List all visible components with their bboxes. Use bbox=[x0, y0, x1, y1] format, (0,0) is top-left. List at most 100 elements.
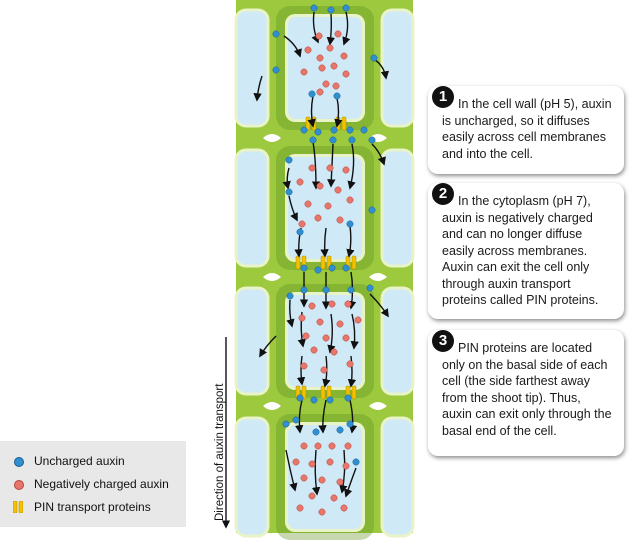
legend-charged-label: Negatively charged auxin bbox=[34, 477, 169, 491]
charged-auxin-27 bbox=[328, 300, 336, 308]
intercellular-space-2-2 bbox=[369, 273, 387, 281]
transport-arrow-16 bbox=[320, 227, 329, 258]
transport-arrow-31 bbox=[318, 399, 327, 434]
charged-auxin-6 bbox=[340, 52, 348, 60]
transport-arrow-2 bbox=[326, 13, 336, 46]
charged-auxin-7 bbox=[318, 64, 326, 72]
uncharged-auxin-39 bbox=[336, 426, 344, 434]
callout-number-1: 1 bbox=[432, 86, 454, 108]
transport-arrow-22 bbox=[286, 299, 295, 328]
charged-auxin-37 bbox=[330, 348, 338, 356]
transport-arrow-29 bbox=[347, 355, 357, 388]
uncharged-auxin-22 bbox=[346, 220, 354, 228]
uncharged-auxin-31 bbox=[286, 292, 294, 300]
charged-auxin-44 bbox=[344, 442, 352, 450]
transport-arrow-11 bbox=[347, 143, 356, 190]
charged-auxin-5 bbox=[304, 46, 312, 54]
charged-auxin-46 bbox=[308, 460, 316, 468]
right-cell-1 bbox=[380, 8, 415, 128]
transport-arrow-36 bbox=[344, 467, 357, 498]
legend: Uncharged auxin Negatively charged auxin… bbox=[0, 441, 186, 527]
charged-auxin-21 bbox=[324, 202, 332, 210]
charged-auxin-47 bbox=[326, 458, 334, 466]
transport-arrow-9 bbox=[311, 141, 321, 190]
uncharged-auxin-33 bbox=[310, 396, 318, 404]
uncharged-auxin-12 bbox=[346, 126, 354, 134]
direction-label: Direction of auxin transport bbox=[214, 383, 226, 521]
uncharged-auxin-20 bbox=[368, 206, 376, 214]
transport-arrow-14 bbox=[288, 195, 298, 222]
charged-auxin-40 bbox=[320, 366, 328, 374]
transport-arrow-26 bbox=[259, 335, 277, 358]
transport-arrow-5 bbox=[253, 75, 263, 102]
charged-auxin-53 bbox=[330, 494, 338, 502]
charged-auxin-8 bbox=[330, 62, 338, 70]
uncharged-auxin-41 bbox=[352, 458, 360, 466]
callout-2-text: In the cytoplasm (pH 7), auxin is negati… bbox=[442, 194, 599, 307]
uncharged-auxin-swatch bbox=[14, 457, 24, 467]
charged-auxin-23 bbox=[314, 214, 322, 222]
uncharged-auxin-27 bbox=[300, 286, 308, 294]
charged-auxin-16 bbox=[342, 166, 350, 174]
transport-arrow-13 bbox=[282, 167, 291, 190]
uncharged-auxin-32 bbox=[296, 394, 304, 402]
charged-auxin-1 bbox=[315, 32, 323, 40]
uncharged-auxin-34 bbox=[326, 396, 334, 404]
transport-arrow-34 bbox=[311, 449, 321, 496]
uncharged-auxin-3 bbox=[342, 4, 350, 12]
transport-arrow-25 bbox=[350, 313, 359, 350]
callout-1: 1 In the cell wall (pH 5), auxin is unch… bbox=[428, 86, 624, 174]
left-cell-2 bbox=[234, 148, 270, 268]
uncharged-auxin-9 bbox=[300, 126, 308, 134]
uncharged-auxin-35 bbox=[344, 394, 352, 402]
transport-arrow-30 bbox=[295, 399, 304, 434]
callout-number-2: 2 bbox=[432, 183, 454, 205]
charged-auxin-54 bbox=[296, 504, 304, 512]
transport-arrow-27 bbox=[296, 355, 306, 386]
uncharged-auxin-24 bbox=[314, 266, 322, 274]
uncharged-auxin-29 bbox=[347, 286, 355, 294]
intercellular-space-2-1 bbox=[263, 273, 281, 281]
intercellular-space-3-1 bbox=[263, 402, 281, 410]
uncharged-auxin-28 bbox=[322, 286, 330, 294]
transport-arrow-10 bbox=[327, 143, 336, 188]
charged-auxin-52 bbox=[308, 492, 316, 500]
uncharged-auxin-7 bbox=[308, 90, 316, 98]
left-cell-1 bbox=[234, 8, 270, 128]
charged-auxin-41 bbox=[300, 442, 308, 450]
charged-auxin-24 bbox=[336, 216, 344, 224]
uncharged-auxin-30 bbox=[366, 284, 374, 292]
charged-auxin-2 bbox=[334, 30, 342, 38]
uncharged-auxin-13 bbox=[360, 126, 368, 134]
left-cell-4 bbox=[234, 416, 270, 538]
charged-auxin-3 bbox=[326, 44, 334, 52]
charged-auxin-36 bbox=[310, 346, 318, 354]
intercellular-space-3-2 bbox=[369, 402, 387, 410]
charged-auxin-10 bbox=[342, 70, 350, 78]
uncharged-auxin-8 bbox=[333, 92, 341, 100]
uncharged-auxin-37 bbox=[292, 416, 300, 424]
transport-arrow-33 bbox=[285, 449, 298, 492]
charged-auxin-20 bbox=[304, 200, 312, 208]
charged-auxin-22 bbox=[346, 196, 354, 204]
transport-arrow-17 bbox=[346, 225, 355, 258]
charged-auxin-32 bbox=[354, 316, 362, 324]
charged-auxin-31 bbox=[336, 320, 344, 328]
charged-auxin-42 bbox=[314, 442, 322, 450]
charged-auxin-13 bbox=[332, 82, 340, 90]
charged-auxin-51 bbox=[336, 478, 344, 486]
charged-auxin-34 bbox=[322, 334, 330, 342]
charged-auxin-30 bbox=[316, 318, 324, 326]
transport-arrow-7 bbox=[307, 95, 316, 128]
charged-auxin-14 bbox=[308, 164, 316, 172]
charged-auxin-38 bbox=[300, 362, 308, 370]
right-cell-2 bbox=[380, 148, 415, 268]
uncharged-auxin-10 bbox=[314, 128, 322, 136]
pin-protein-half bbox=[320, 385, 326, 400]
charged-auxin-49 bbox=[300, 474, 308, 482]
charged-auxin-11 bbox=[322, 80, 330, 88]
charged-auxin-33 bbox=[302, 332, 310, 340]
charged-auxin-28 bbox=[344, 300, 352, 308]
uncharged-auxin-1 bbox=[310, 4, 318, 12]
